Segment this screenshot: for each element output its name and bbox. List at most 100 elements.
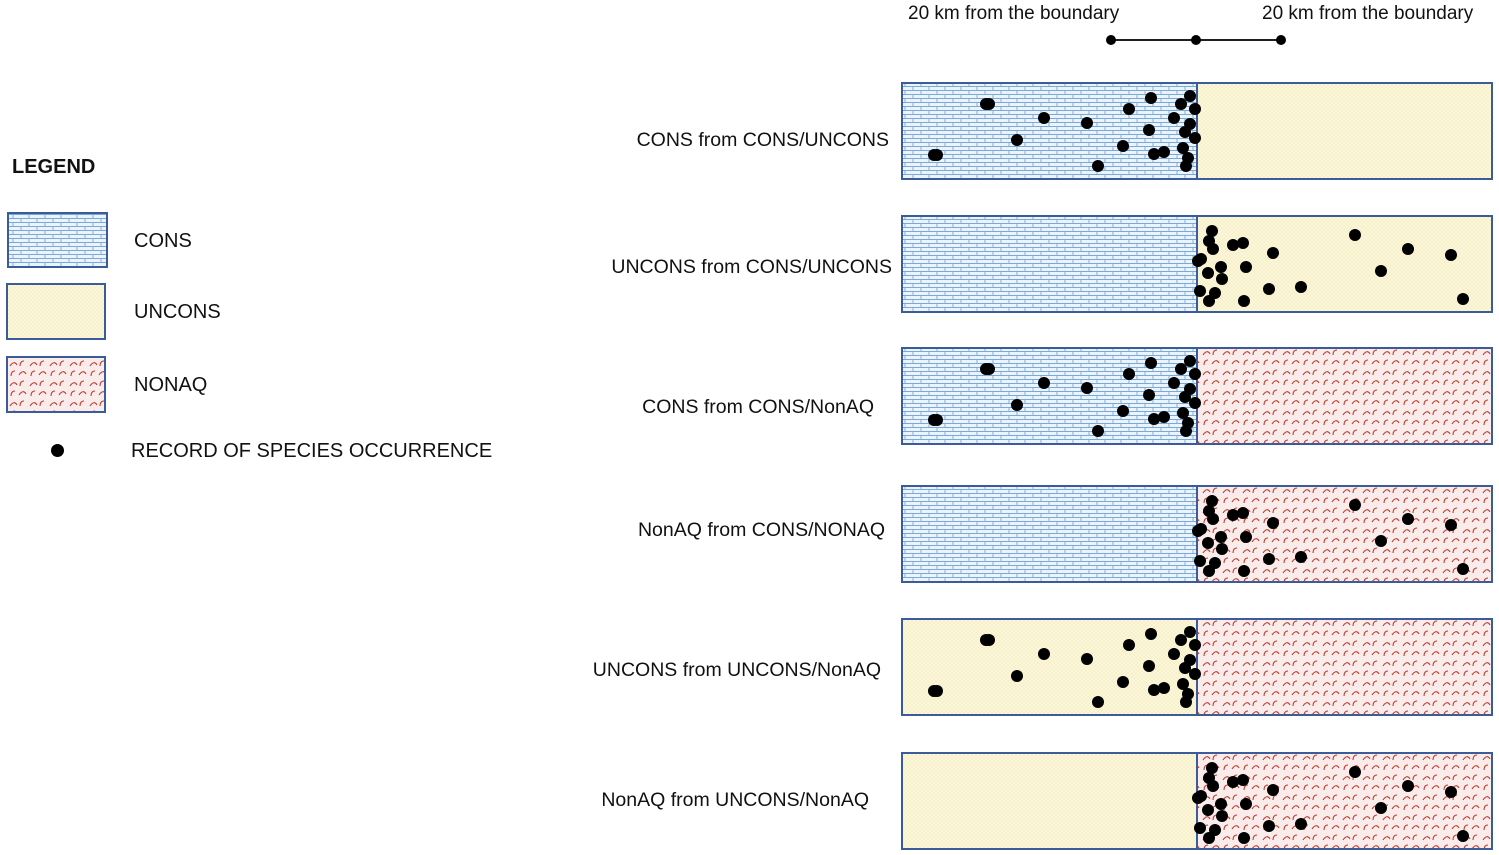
occurrence-dot bbox=[1184, 355, 1196, 367]
panel-4 bbox=[901, 485, 1493, 583]
occurrence-dot bbox=[1145, 628, 1157, 640]
occurrence-dot bbox=[1179, 126, 1191, 138]
occurrence-dot bbox=[1189, 397, 1201, 409]
scale-bar bbox=[1106, 35, 1286, 45]
occurrence-dot bbox=[1202, 804, 1214, 816]
occurrence-dot bbox=[1349, 499, 1361, 511]
occurrence-dot bbox=[1203, 565, 1215, 577]
occurrence-dot bbox=[1240, 531, 1252, 543]
occurrence-dot bbox=[980, 634, 992, 646]
occurrence-dot bbox=[1402, 243, 1414, 255]
occurrence-dot bbox=[1192, 792, 1204, 804]
occurrence-dot bbox=[1158, 682, 1170, 694]
occurrence-dot bbox=[1092, 425, 1104, 437]
occurrence-dot bbox=[1168, 112, 1180, 124]
legend-swatch-uncons bbox=[6, 283, 106, 340]
occurrence-dot bbox=[1349, 229, 1361, 241]
occurrence-dot bbox=[1011, 670, 1023, 682]
occurrence-dot bbox=[1203, 295, 1215, 307]
occurrence-dot bbox=[1081, 653, 1093, 665]
occurrence-dot bbox=[1227, 776, 1239, 788]
occurrence-dot bbox=[1148, 413, 1160, 425]
scale-right-label: 20 km from the boundary bbox=[1262, 3, 1474, 24]
panel-right-fill bbox=[1197, 618, 1493, 716]
occurrence-dot bbox=[1238, 295, 1250, 307]
occurrence-dot bbox=[1148, 684, 1160, 696]
occurrence-dot bbox=[1168, 648, 1180, 660]
panel-1 bbox=[901, 82, 1493, 180]
occurrence-dot bbox=[1203, 832, 1215, 844]
occurrence-dot bbox=[1168, 377, 1180, 389]
occurrence-dot bbox=[1267, 247, 1279, 259]
legend-label-occurrence: RECORD OF SPECIES OCCURRENCE bbox=[131, 440, 493, 462]
occurrence-dot bbox=[1117, 676, 1129, 688]
occurrence-dot bbox=[1117, 405, 1129, 417]
scale-left-label: 20 km from the boundary bbox=[908, 3, 1120, 24]
occurrence-dot bbox=[1240, 261, 1252, 273]
occurrence-dot bbox=[1457, 293, 1469, 305]
occurrence-dot bbox=[1227, 509, 1239, 521]
occurrence-dot bbox=[1180, 160, 1192, 172]
occurrence-dot bbox=[1143, 660, 1155, 672]
row-label-2: UNCONS from CONS/UNCONS bbox=[611, 256, 892, 278]
occurrence-dot bbox=[1194, 822, 1206, 834]
occurrence-dot bbox=[1216, 810, 1228, 822]
occurrence-dot bbox=[1238, 565, 1250, 577]
occurrence-dot bbox=[1175, 363, 1187, 375]
occurrence-dot bbox=[1267, 517, 1279, 529]
occurrence-dot bbox=[1206, 225, 1218, 237]
occurrence-dot bbox=[928, 414, 940, 426]
occurrence-dot bbox=[1402, 513, 1414, 525]
occurrence-dot bbox=[1445, 786, 1457, 798]
occurrence-dot bbox=[1189, 103, 1201, 115]
occurrence-dot bbox=[1081, 382, 1093, 394]
occurrence-dot bbox=[1184, 626, 1196, 638]
occurrence-dot bbox=[1145, 357, 1157, 369]
occurrence-dot bbox=[1184, 90, 1196, 102]
occurrence-dot bbox=[1216, 273, 1228, 285]
occurrence-dot bbox=[1457, 563, 1469, 575]
occurrence-dot bbox=[1158, 146, 1170, 158]
occurrence-dot bbox=[1092, 696, 1104, 708]
occurrence-dot bbox=[1263, 553, 1275, 565]
occurrence-dot bbox=[1295, 281, 1307, 293]
occurrence-dot bbox=[1295, 551, 1307, 563]
occurrence-dot bbox=[1402, 780, 1414, 792]
occurrence-dot bbox=[1194, 285, 1206, 297]
occurrence-dot bbox=[1175, 634, 1187, 646]
occurrence-dot bbox=[1117, 140, 1129, 152]
row-label-3: CONS from CONS/NonAQ bbox=[642, 396, 874, 418]
occurrence-dot bbox=[1375, 535, 1387, 547]
occurrence-dot bbox=[1238, 832, 1250, 844]
panel-2 bbox=[901, 215, 1493, 313]
occurrence-dot bbox=[1263, 283, 1275, 295]
occurrence-dot bbox=[1092, 160, 1104, 172]
occurrence-dot bbox=[1180, 696, 1192, 708]
occurrence-dot bbox=[1207, 780, 1219, 792]
occurrence-dot bbox=[1180, 425, 1192, 437]
occurrence-dot bbox=[1202, 537, 1214, 549]
occurrence-dot bbox=[1207, 243, 1219, 255]
occurrence-dot bbox=[1349, 766, 1361, 778]
legend-label-uncons: UNCONS bbox=[134, 301, 221, 323]
legend-label-nonaq: NONAQ bbox=[134, 374, 208, 396]
occurrence-dot bbox=[928, 685, 940, 697]
occurrence-dot bbox=[1189, 668, 1201, 680]
legend-swatch-cons bbox=[7, 212, 108, 268]
panel-left-fill bbox=[901, 752, 1197, 850]
occurrence-dot bbox=[1237, 774, 1249, 786]
legend-title: LEGEND bbox=[12, 156, 96, 178]
occurrence-dot bbox=[1145, 92, 1157, 104]
occurrence-dot bbox=[1206, 762, 1218, 774]
occurrence-dot bbox=[1237, 507, 1249, 519]
occurrence-dot bbox=[1143, 389, 1155, 401]
occurrence-dot bbox=[1240, 798, 1252, 810]
occurrence-dot bbox=[1179, 391, 1191, 403]
occurrence-dot bbox=[1445, 519, 1457, 531]
occurrence-dot bbox=[980, 363, 992, 375]
occurrence-dot bbox=[1081, 117, 1093, 129]
row-label-1: CONS from CONS/UNCONS bbox=[636, 129, 889, 151]
occurrence-dot bbox=[1038, 112, 1050, 124]
panel-6 bbox=[901, 752, 1493, 850]
occurrence-dot bbox=[1038, 648, 1050, 660]
